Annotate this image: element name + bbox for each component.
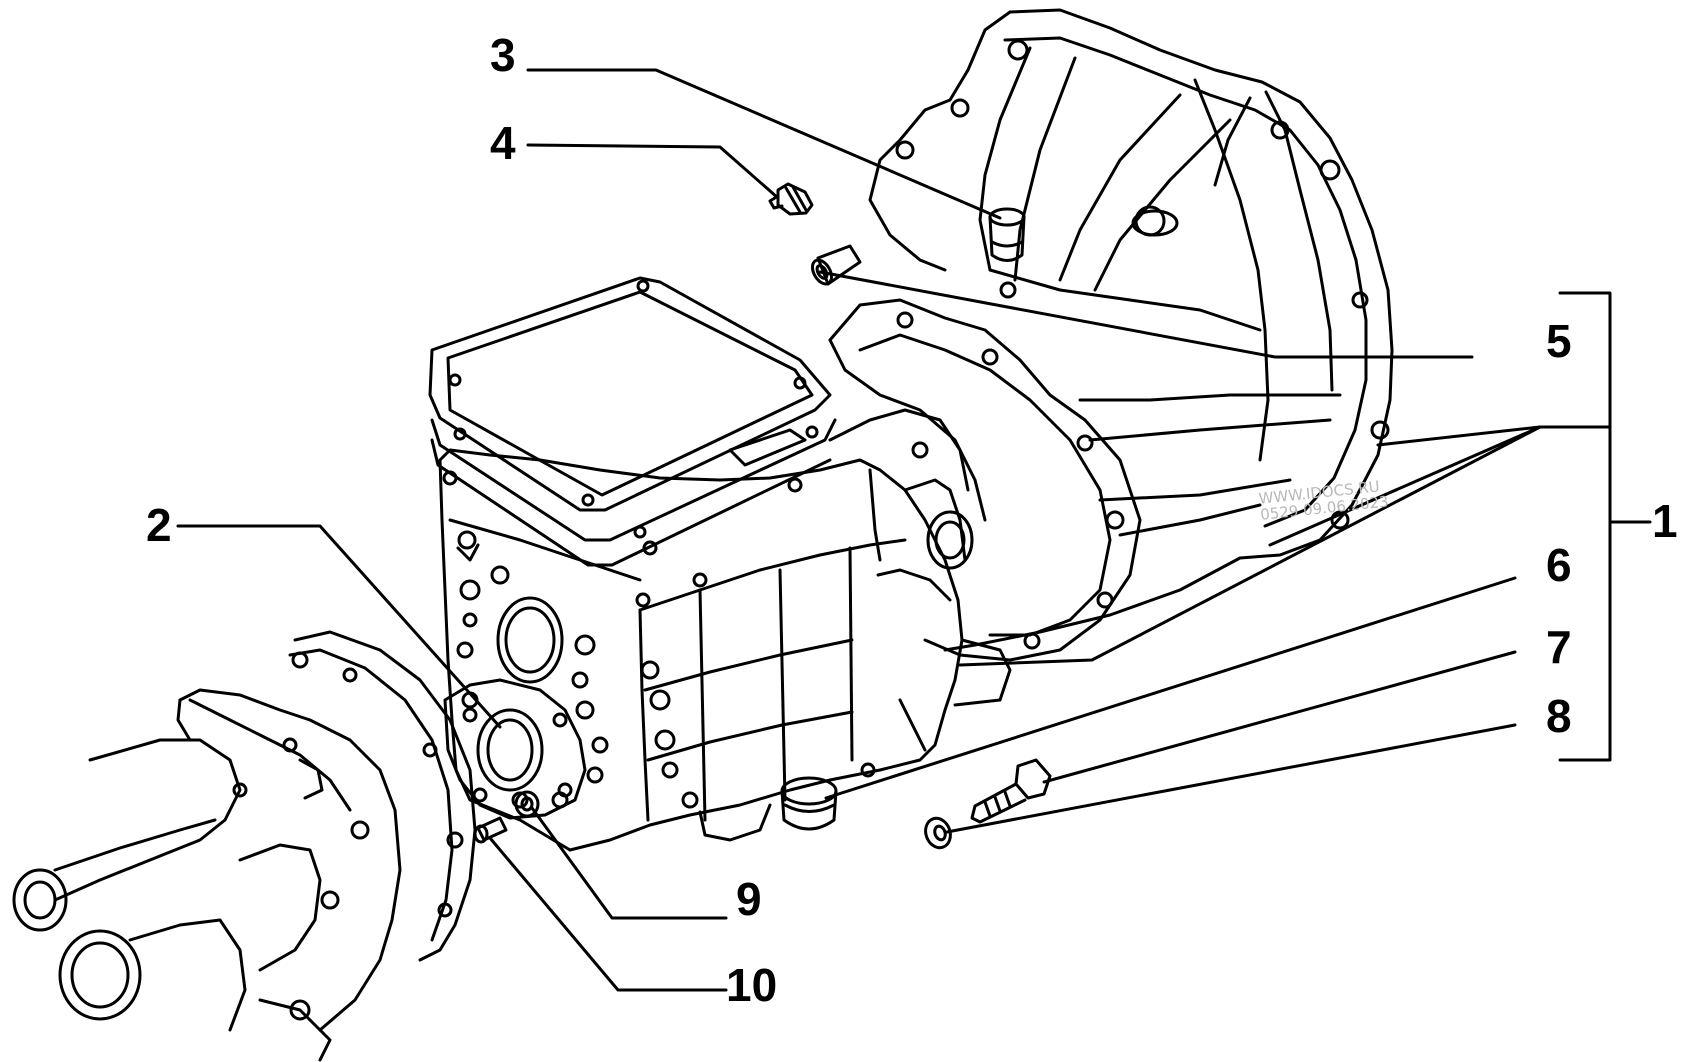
extension-housing — [12, 630, 477, 1062]
leader-1c — [958, 425, 1542, 667]
seal-9 — [514, 790, 540, 818]
top-cover — [428, 276, 837, 567]
callout-5: 5 — [1546, 315, 1572, 367]
callout-6: 6 — [1546, 539, 1572, 591]
bell-housing — [868, 8, 1394, 652]
callout-10: 10 — [726, 959, 778, 1011]
leader-8 — [945, 723, 1517, 834]
plug-6 — [780, 776, 838, 831]
plug-3 — [988, 207, 1026, 262]
callout-2: 2 — [146, 499, 172, 551]
washer-8 — [924, 816, 952, 850]
callout-4: 4 — [490, 117, 516, 169]
leader-7 — [1042, 650, 1517, 784]
screw-10 — [473, 816, 508, 844]
bush-5 — [811, 244, 862, 286]
leader-lines — [176, 68, 1542, 992]
leader-5 — [818, 270, 1474, 359]
leader-10 — [488, 836, 728, 992]
leader-4 — [526, 143, 780, 200]
bracket-1 — [1538, 291, 1652, 762]
breather-4 — [768, 182, 814, 216]
leader-2 — [176, 524, 502, 729]
leader-6 — [824, 576, 1517, 800]
bolt-7 — [970, 758, 1052, 824]
gearbox-case — [438, 408, 1012, 852]
leader-9 — [530, 806, 728, 920]
housing-flange — [828, 298, 1142, 662]
callout-1: 1 — [1652, 495, 1678, 547]
leader-1a — [1376, 425, 1542, 447]
bearing-plate — [443, 678, 587, 820]
callout-3: 3 — [490, 29, 516, 81]
callout-8: 8 — [1546, 690, 1572, 742]
leader-3 — [526, 68, 1002, 220]
callout-7: 7 — [1546, 621, 1572, 673]
leader-1b — [1268, 425, 1542, 547]
callout-9: 9 — [736, 873, 762, 925]
